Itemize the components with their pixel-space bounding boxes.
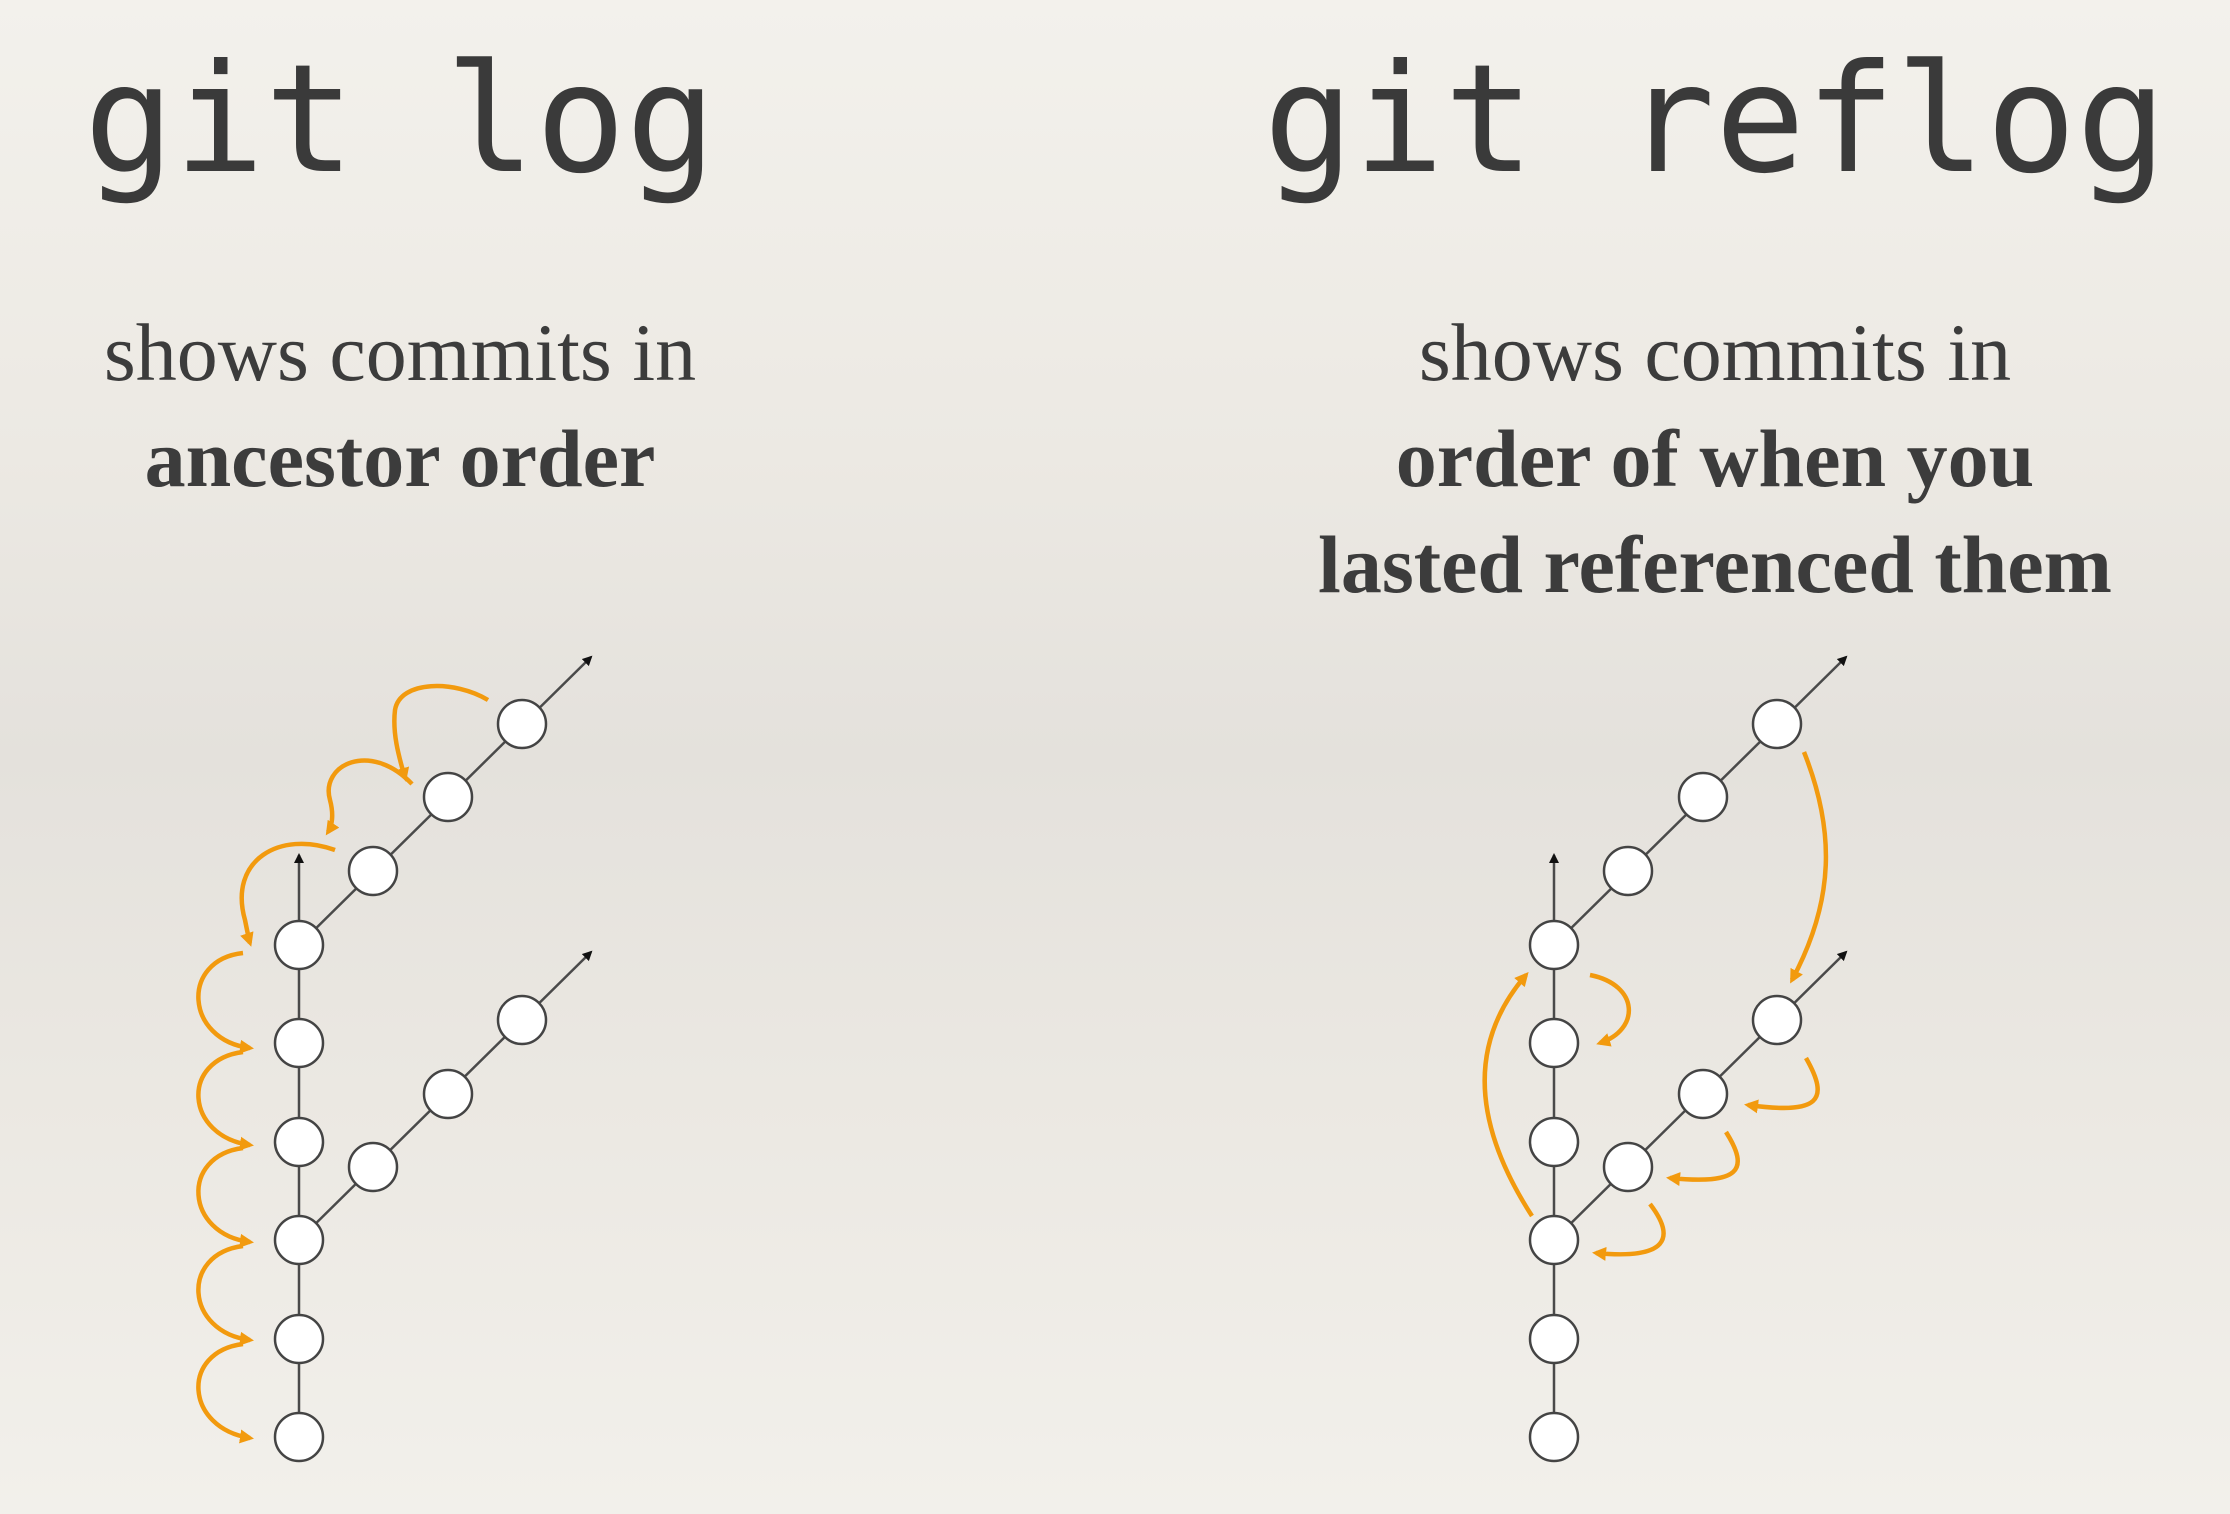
- git-log-orange-arrow-6: [196, 1145, 254, 1248]
- git-reflog-desc-line-1: shows commits in: [1418, 307, 2012, 398]
- git-log-orange-arrow-7: [196, 1243, 254, 1346]
- git-reflog-orange-arrow-3: [1482, 971, 1534, 1218]
- git-log-trunk-commit-2: [273, 1313, 325, 1365]
- git-log-orange-arrow-2: [325, 758, 414, 836]
- git-reflog-desc-line-3: lasted referenced them: [1318, 519, 2112, 610]
- git-reflog-lower-branch-commit-3: [1751, 994, 1803, 1046]
- git-reflog-orange-arrow-6: [1592, 1202, 1666, 1261]
- git-reflog-orange-arrow-1: [1790, 751, 1829, 984]
- git-log-trunk-commit-3: [273, 1214, 325, 1266]
- git-reflog-lower-branch-commit-1: [1602, 1141, 1654, 1193]
- git-log-trunk-commit-4: [273, 1116, 325, 1168]
- git-log-trunk-commit-6: [273, 919, 325, 971]
- git-reflog-trunk-commit-1: [1528, 1411, 1580, 1463]
- git-log-desc-line-2: ancestor order: [144, 413, 656, 504]
- git-log-trunk-commit-5: [273, 1017, 325, 1069]
- git-log-upper-branch-commit-3: [496, 698, 548, 750]
- git-log-orange-arrow-1: [392, 683, 490, 782]
- git-log-orange-arrow-4: [196, 950, 254, 1054]
- git-reflog-trunk-commit-5: [1528, 1017, 1580, 1069]
- git-log-trunk-commit-1: [273, 1411, 325, 1463]
- git-log-description: shows commits in ancestor order: [0, 300, 800, 512]
- git-reflog-orange-arrow-5: [1666, 1130, 1740, 1186]
- git-reflog-orange-arrow-4: [1744, 1056, 1820, 1114]
- git-reflog-trunk-commit-4: [1528, 1116, 1580, 1168]
- git-log-upper-branch-commit-2: [422, 771, 474, 823]
- git-log-lower-branch-commit-3: [496, 994, 548, 1046]
- git-reflog-trunk-commit-6: [1528, 919, 1580, 971]
- git-reflog-desc-line-2: order of when you: [1395, 413, 2035, 504]
- git-reflog-orange-arrow-2: [1589, 972, 1631, 1047]
- git-log-orange-arrow-8: [196, 1341, 254, 1444]
- git-reflog-trunk-commit-3: [1528, 1214, 1580, 1266]
- git-reflog-lower-branch-commit-2: [1677, 1068, 1729, 1120]
- git-log-orange-arrow-5: [196, 1049, 254, 1151]
- git-log-upper-branch-commit-1: [347, 845, 399, 897]
- git-log-graph: [196, 655, 593, 1463]
- git-log-title: git log: [83, 33, 717, 207]
- git-log-lower-branch-commit-2: [422, 1068, 474, 1120]
- git-reflog-graph: [1482, 655, 1848, 1463]
- git-reflog-upper-branch-commit-1: [1602, 845, 1654, 897]
- git-reflog-description: shows commits in order of when you laste…: [1210, 300, 2220, 618]
- git-reflog-title: git reflog: [1263, 33, 2167, 207]
- git-log-lower-branch-commit-1: [347, 1141, 399, 1193]
- git-reflog-trunk-commit-2: [1528, 1313, 1580, 1365]
- git-reflog-upper-branch-commit-3: [1751, 698, 1803, 750]
- git-reflog-upper-branch-commit-2: [1677, 771, 1729, 823]
- git-log-desc-line-1: shows commits in: [103, 307, 697, 398]
- git-log-orange-arrow-3: [239, 841, 336, 947]
